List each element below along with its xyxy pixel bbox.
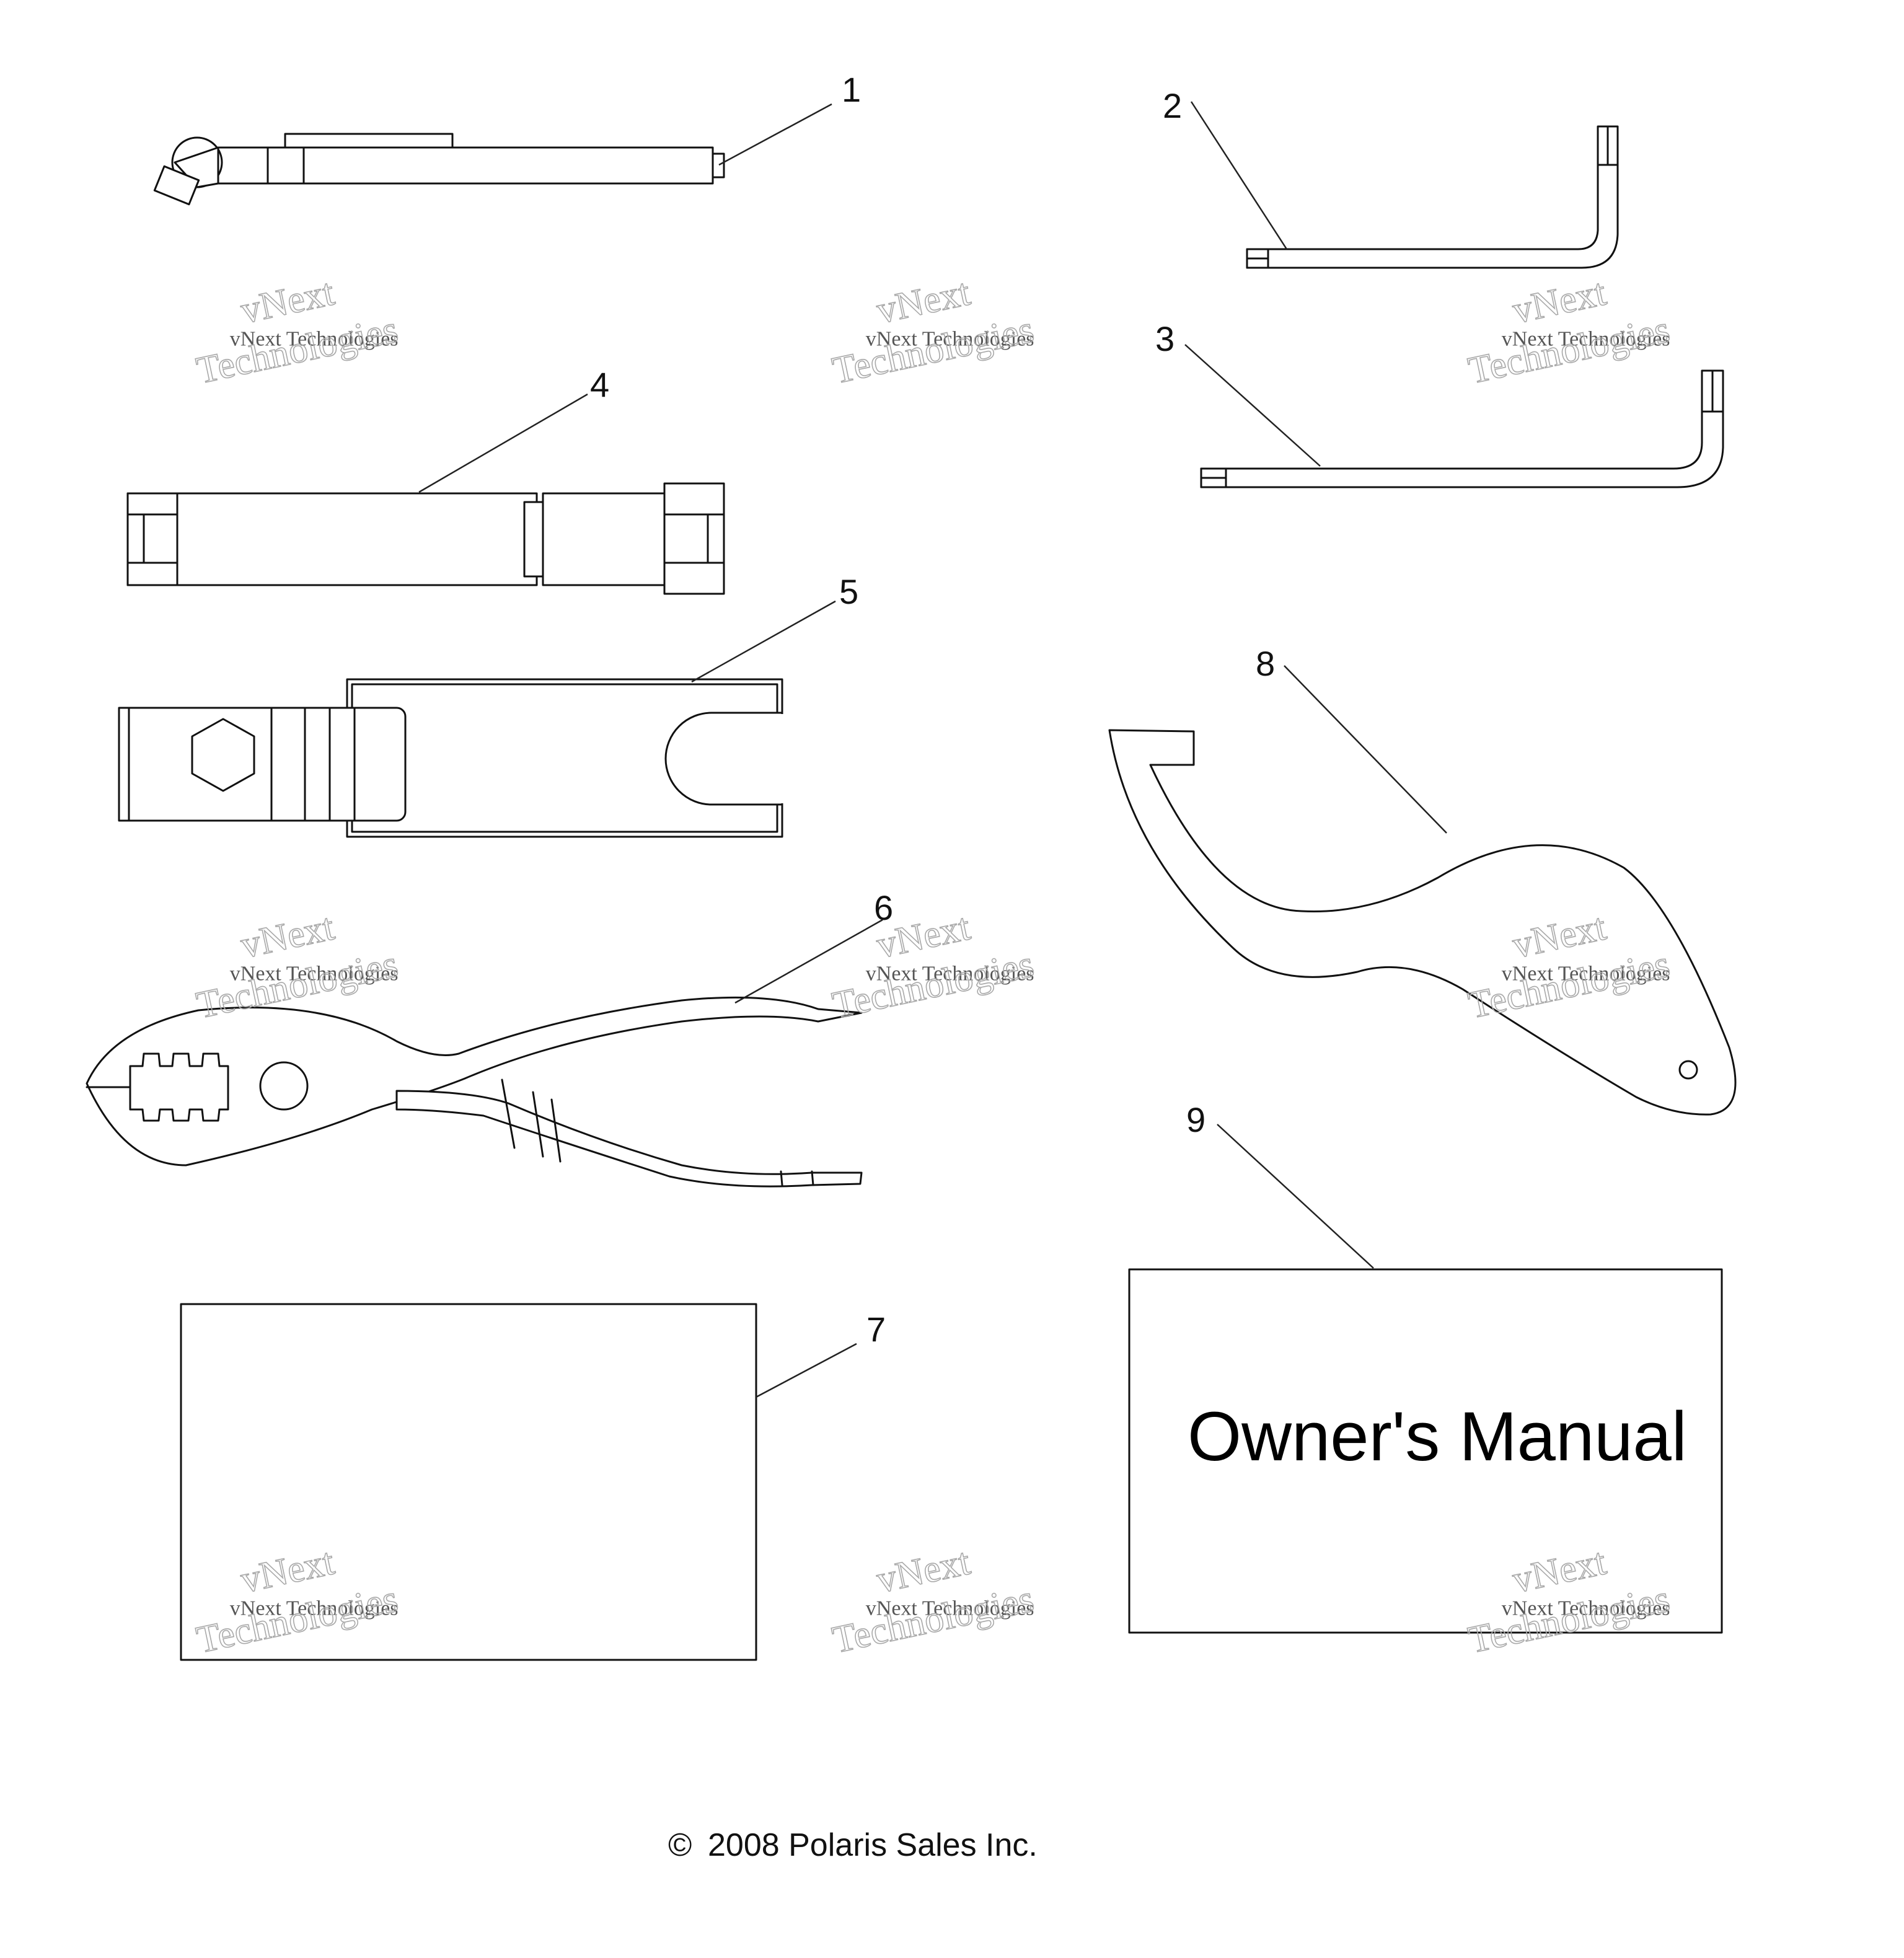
- part-2-hex-key: [1246, 125, 1619, 269]
- watermark: vNext vNext Technologies Technologies: [828, 271, 1038, 393]
- callout-5: 5: [839, 572, 858, 611]
- owners-manual-title: Owner's Manual: [1188, 1398, 1687, 1475]
- part-1-pressure-gauge: [153, 133, 725, 206]
- callout-6: 6: [874, 888, 893, 927]
- svg-text:vNext Technologies: vNext Technologies: [866, 1597, 1034, 1620]
- watermark: vNext vNext Technologies Technologies: [192, 271, 402, 393]
- copyright-symbol: ©: [668, 1827, 692, 1863]
- part-7-card: [180, 1303, 757, 1661]
- callout-7: 7: [866, 1310, 886, 1349]
- part-9-owners-manual: Owner's Manual: [1128, 1268, 1723, 1634]
- callout-8: 8: [1256, 644, 1275, 683]
- part-6-pliers: [86, 996, 863, 1188]
- part-4-spark-plug-socket: [126, 482, 725, 595]
- watermark: vNext vNext Technologies Technologies: [828, 906, 1038, 1028]
- svg-text:vNext Technologies: vNext Technologies: [1502, 327, 1670, 350]
- footer: © 2008 Polaris Sales Inc.: [668, 1827, 1038, 1863]
- watermark: vNext vNext Technologies Technologies: [1464, 271, 1673, 393]
- watermark: vNext vNext Technologies Technologies: [192, 906, 402, 1028]
- svg-text:vNext Technologies: vNext Technologies: [230, 327, 399, 350]
- svg-text:vNext Technologies: vNext Technologies: [1502, 962, 1670, 985]
- callout-numbers: 1 2 3 4 5 6 7 8 9: [590, 70, 1275, 1349]
- part-8-spanner-wrench: [1108, 729, 1737, 1116]
- svg-text:vNext Technologies: vNext Technologies: [866, 962, 1034, 985]
- svg-text:vNext Technologies: vNext Technologies: [230, 1597, 399, 1620]
- leader-lines: [418, 101, 1447, 1398]
- svg-text:vNext Technologies: vNext Technologies: [866, 327, 1034, 350]
- callout-3: 3: [1155, 319, 1175, 358]
- svg-text:vNext Technologies: vNext Technologies: [1502, 1597, 1670, 1620]
- callout-1: 1: [842, 70, 861, 109]
- part-3-hex-key: [1200, 369, 1724, 488]
- watermark: vNext vNext Technologies Technologies: [828, 1540, 1038, 1662]
- callout-2: 2: [1163, 86, 1182, 125]
- callout-4: 4: [590, 365, 609, 404]
- copyright-text: 2008 Polaris Sales Inc.: [708, 1827, 1038, 1863]
- part-5-handle-wrench: [118, 678, 783, 838]
- svg-text:vNext Technologies: vNext Technologies: [230, 962, 399, 985]
- callout-9: 9: [1186, 1100, 1205, 1139]
